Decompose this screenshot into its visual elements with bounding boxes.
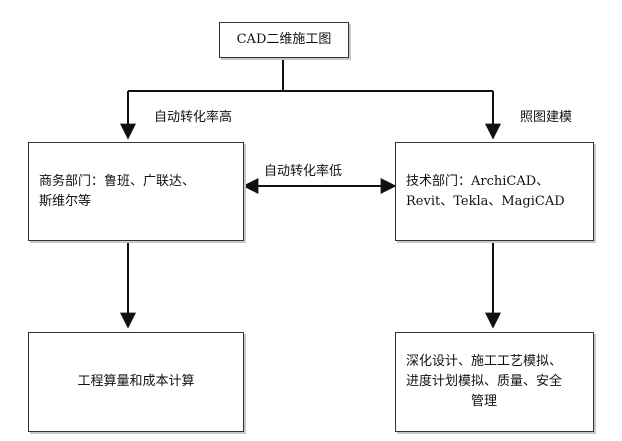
tech-dept-box: 技术部门：ArchiCAD、 Revit、Tekla、MagiCAD <box>395 142 594 241</box>
cad-drawing-label: CAD二维施工图 <box>236 32 332 47</box>
quantity-cost-box: 工程算量和成本计算 <box>28 332 244 432</box>
low-conversion-label: 自动转化率低 <box>264 164 343 179</box>
business-dept-line1: 商务部门：鲁班、广联达、 <box>39 173 196 189</box>
detailed-design-box: 深化设计、施工工艺模拟、 进度计划模拟、质量、安全 管理 <box>395 332 594 432</box>
business-dept-line2: 斯维尔等 <box>39 193 92 209</box>
detailed-design-line3: 管理 <box>471 394 498 409</box>
tech-dept-line2: Revit、Tekla、MagiCAD <box>406 193 565 209</box>
high-conversion-label: 自动转化率高 <box>154 110 233 125</box>
business-dept-box: 商务部门：鲁班、广联达、 斯维尔等 <box>28 142 244 241</box>
detailed-design-line1: 深化设计、施工工艺模拟、 <box>406 354 563 369</box>
tech-dept-line1: 技术部门：ArchiCAD、 <box>406 173 550 189</box>
modeling-from-drawing-label: 照图建模 <box>520 110 573 125</box>
quantity-cost-label: 工程算量和成本计算 <box>77 374 195 389</box>
detailed-design-line2: 进度计划模拟、质量、安全 <box>406 374 563 389</box>
cad-drawing-box: CAD二维施工图 <box>219 22 349 58</box>
